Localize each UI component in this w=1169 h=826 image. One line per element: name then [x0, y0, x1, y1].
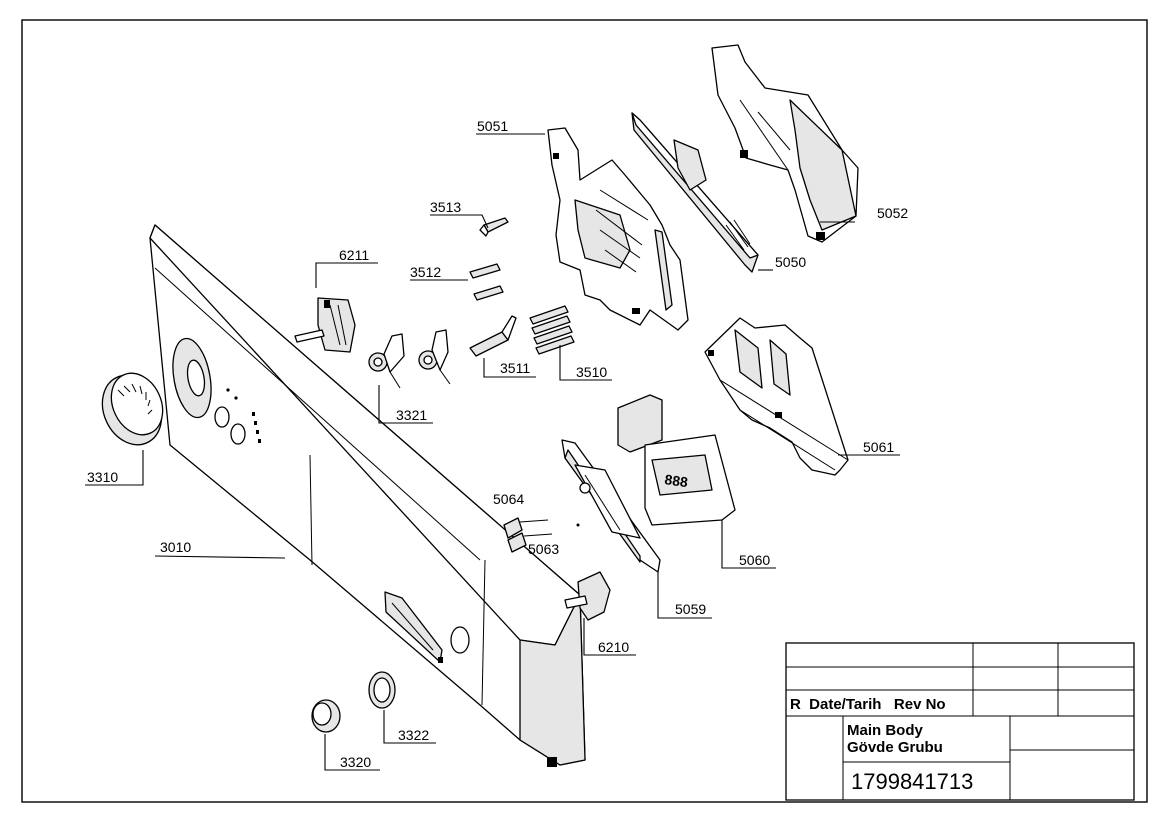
part-3310-knob: [101, 372, 164, 446]
part-5063-5064-connectors: [503, 517, 553, 553]
part-5059-frame: [561, 439, 661, 573]
title-line-1: Main Body: [847, 722, 923, 739]
label-5052: 5052: [877, 205, 908, 221]
label-3320: 3320: [340, 754, 371, 770]
label-5061: 5061: [863, 439, 894, 455]
part-3320-knob: [311, 699, 341, 733]
part-3510-terminals: [529, 305, 575, 355]
part-3322-ring: [368, 671, 396, 709]
label-3512: 3512: [410, 264, 441, 280]
part-6211-switch: [294, 297, 356, 353]
title-block: R Date/Tarih Rev No Main Body Gövde Grub…: [785, 642, 1135, 801]
part-5061-bracket: [704, 317, 849, 476]
label-5063: 5063: [528, 541, 559, 557]
part-3513: [479, 217, 509, 237]
label-5060: 5060: [739, 552, 770, 568]
revision-header: R Date/Tarih Rev No: [790, 696, 946, 713]
label-3513: 3513: [430, 199, 461, 215]
label-3511: 3511: [500, 360, 530, 376]
label-5059: 5059: [675, 601, 706, 617]
drawing-number: 1799841713: [851, 769, 973, 794]
part-3321-buttons: [368, 329, 451, 389]
sheet-border: [21, 19, 1148, 803]
part-5050-pcb: [631, 112, 759, 273]
part-3512-lamps: [469, 263, 504, 301]
label-3321: 3321: [396, 407, 427, 423]
leader-lines: [85, 133, 900, 771]
part-6210-switch: [564, 571, 611, 621]
label-3322: 3322: [398, 727, 429, 743]
display-digits: 888: [664, 471, 690, 490]
label-3010: 3010: [160, 539, 191, 555]
part-labels: 5051 5052 3513 5050 6211 3512 3511 3510 …: [87, 118, 908, 770]
label-6211: 6211: [339, 247, 369, 263]
part-5051-frame: [547, 127, 689, 331]
part-5052-cover: [711, 44, 859, 243]
title-line-2: Gövde Grubu: [847, 739, 943, 756]
label-6210: 6210: [598, 639, 629, 655]
label-3310: 3310: [87, 469, 118, 485]
label-3510: 3510: [576, 364, 607, 380]
part-3010-main-body: [149, 224, 586, 767]
label-5064: 5064: [493, 491, 524, 507]
part-5060-display: 888: [617, 394, 736, 526]
part-3511-holder: [469, 315, 517, 357]
label-5050: 5050: [775, 254, 806, 270]
label-5051: 5051: [477, 118, 508, 134]
